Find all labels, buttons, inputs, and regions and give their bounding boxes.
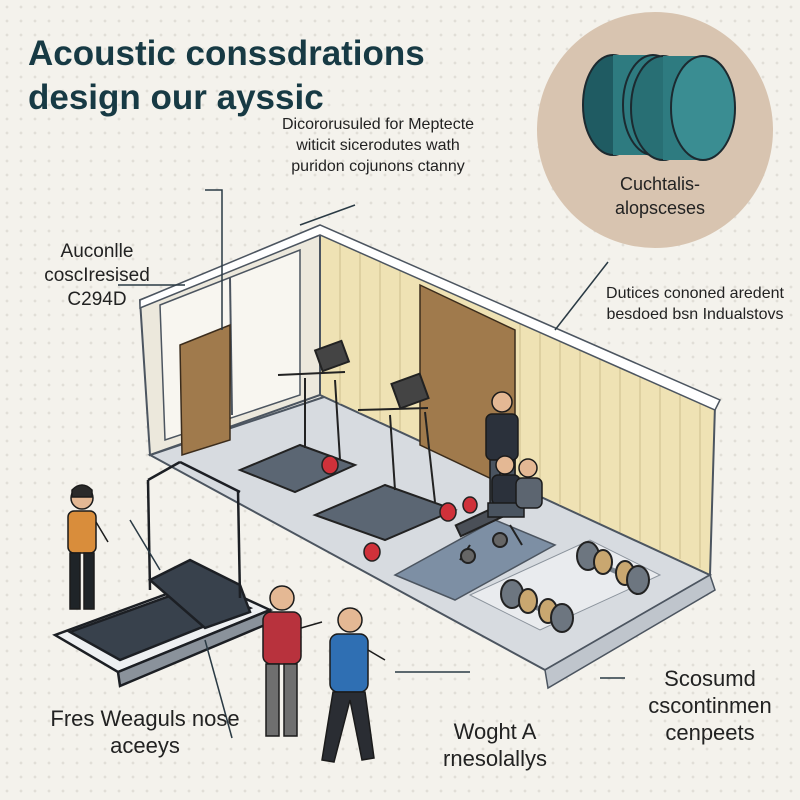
person-icon <box>487 455 525 518</box>
treadmill-icon <box>312 372 458 542</box>
weight-plate-icon <box>321 455 478 562</box>
person-icon <box>515 458 543 509</box>
rubber-mat <box>393 519 557 601</box>
person-icon <box>67 484 109 610</box>
page-title: Acoustic conssdrations design our ayssic <box>28 34 425 117</box>
treadmill-icon <box>52 460 274 688</box>
label-bottom-right: Scosumd cscontinmen cenpeets <box>648 666 772 745</box>
acoustic-badge <box>537 12 773 248</box>
wall-top-trim <box>139 224 722 411</box>
dumbbell-icon <box>500 579 574 633</box>
label-right: Dutices cononed aredent besdoed bsn Indu… <box>606 285 784 323</box>
window-mullion <box>229 277 233 416</box>
dumbbell-icon <box>576 541 650 595</box>
person-icon <box>262 585 323 737</box>
person-icon <box>321 607 386 763</box>
floor-edge <box>544 573 716 690</box>
label-left: Auconlle coscIresised C294D <box>44 241 150 310</box>
acoustic-puck-icon <box>582 54 736 161</box>
badge-label: Cuchtalis- alopsceses <box>614 174 706 218</box>
wood-panel-left <box>179 323 231 457</box>
label-bottom-left: Fres Weaguls nose aceeys <box>50 706 240 758</box>
label-bottom-mid: Woght A rnesolallys <box>443 719 547 771</box>
leader-lines <box>118 189 625 739</box>
label-top: Dicororusuled for Meptecte witicit sicer… <box>281 116 475 175</box>
